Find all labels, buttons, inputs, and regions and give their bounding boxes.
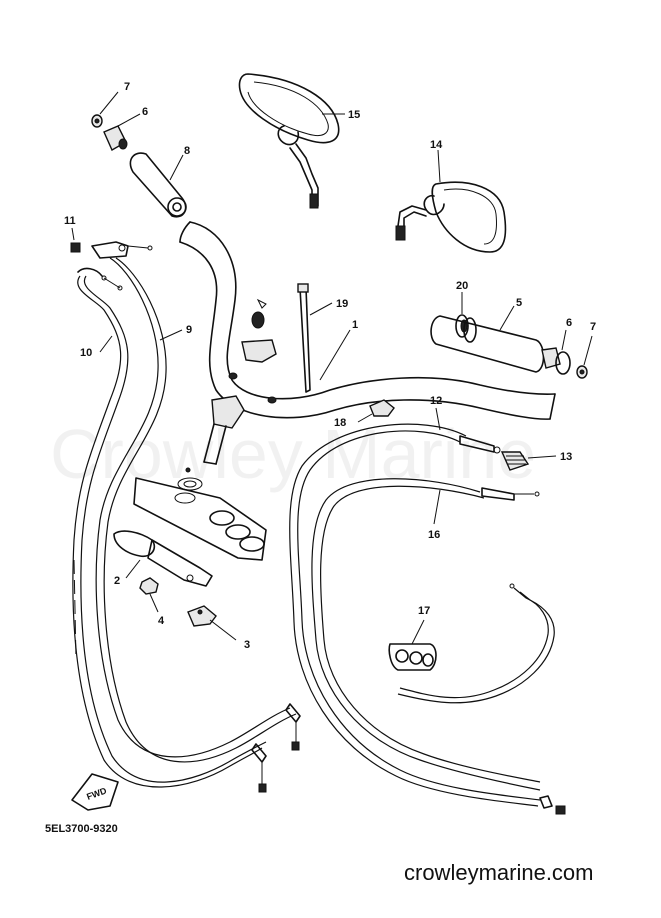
callout-16: 16 xyxy=(428,529,440,541)
screw-right[interactable] xyxy=(576,365,588,379)
leader-line xyxy=(527,455,557,459)
handlebar-lower-holder[interactable] xyxy=(203,395,245,465)
leader-line xyxy=(357,413,373,423)
leader-line xyxy=(71,227,75,241)
callout-2: 2 xyxy=(114,575,120,587)
leader-line xyxy=(169,154,184,181)
callout-10: 10 xyxy=(80,347,92,359)
leader-line xyxy=(433,489,441,525)
callout-17: 17 xyxy=(418,605,430,617)
callout-11: 11 xyxy=(64,215,76,227)
screw-left[interactable] xyxy=(91,114,103,128)
leader-line xyxy=(411,619,425,645)
mirror-left[interactable] xyxy=(238,73,340,209)
leader-line xyxy=(159,329,183,341)
callout-7b: 7 xyxy=(590,321,596,333)
callout-18: 18 xyxy=(334,417,346,429)
leader-line xyxy=(437,149,441,183)
handlebar-mark xyxy=(228,372,238,380)
callout-5: 5 xyxy=(516,297,522,309)
right-grip[interactable] xyxy=(430,315,545,373)
adjuster-13[interactable] xyxy=(500,451,530,471)
leader-line xyxy=(319,329,351,381)
leader-line xyxy=(309,302,333,316)
watermark: Crowley Marine xyxy=(50,415,536,493)
callout-6a: 6 xyxy=(142,106,148,118)
callout-6b: 6 xyxy=(566,317,572,329)
fwd-arrow-icon: FWD xyxy=(71,773,119,811)
leader-line xyxy=(99,335,113,353)
leader-line xyxy=(561,329,567,351)
leader-line xyxy=(499,305,515,331)
leader-line xyxy=(117,113,141,127)
throttle-cable-10[interactable] xyxy=(72,275,267,793)
handlebar-mark xyxy=(267,396,277,404)
cable-break-marker xyxy=(73,559,77,661)
callout-9: 9 xyxy=(186,324,192,336)
leader-line xyxy=(99,91,119,115)
cable-12[interactable] xyxy=(289,423,566,815)
callout-14: 14 xyxy=(430,139,443,151)
callout-15: 15 xyxy=(348,109,360,121)
screw-11[interactable] xyxy=(70,242,81,253)
left-grip[interactable] xyxy=(129,152,187,218)
nut-4[interactable] xyxy=(139,577,159,595)
clamp-3[interactable] xyxy=(187,605,217,627)
callout-12: 12 xyxy=(430,395,442,407)
leader-line xyxy=(583,335,593,366)
handlebar-upper-holder[interactable] xyxy=(241,298,277,363)
callout-1: 1 xyxy=(352,319,358,331)
callout-19: 19 xyxy=(336,298,348,310)
leader-line xyxy=(149,593,159,613)
leader-line xyxy=(435,407,441,431)
cable-loop-right[interactable] xyxy=(397,583,555,704)
callout-3: 3 xyxy=(244,639,250,651)
callout-20: 20 xyxy=(456,280,468,292)
cable-16[interactable] xyxy=(311,478,541,791)
callout-4: 4 xyxy=(158,615,165,627)
callout-8: 8 xyxy=(184,145,190,157)
cable-tie[interactable] xyxy=(297,283,311,393)
plate-2[interactable] xyxy=(113,530,213,587)
leader-line xyxy=(209,619,237,641)
callout-13: 13 xyxy=(560,451,572,463)
throttle-cable-9[interactable] xyxy=(95,257,301,763)
bar-end-weight-right[interactable] xyxy=(541,347,571,375)
upper-bracket[interactable] xyxy=(133,467,267,561)
clip-18[interactable] xyxy=(369,399,395,417)
site-name: crowleymarine.com xyxy=(404,860,594,885)
callout-7a: 7 xyxy=(124,81,130,93)
holder-17[interactable] xyxy=(388,643,437,671)
throttle-cable-connector[interactable] xyxy=(77,241,153,291)
bar-end-weight-left[interactable] xyxy=(103,125,128,151)
handlebar[interactable] xyxy=(179,221,556,420)
drawing-code: 5EL3700-9320 xyxy=(45,823,118,835)
fwd-label: FWD xyxy=(85,785,108,802)
leader-line xyxy=(125,559,141,579)
mirror-right[interactable] xyxy=(395,181,507,253)
collar-20[interactable] xyxy=(455,314,469,338)
